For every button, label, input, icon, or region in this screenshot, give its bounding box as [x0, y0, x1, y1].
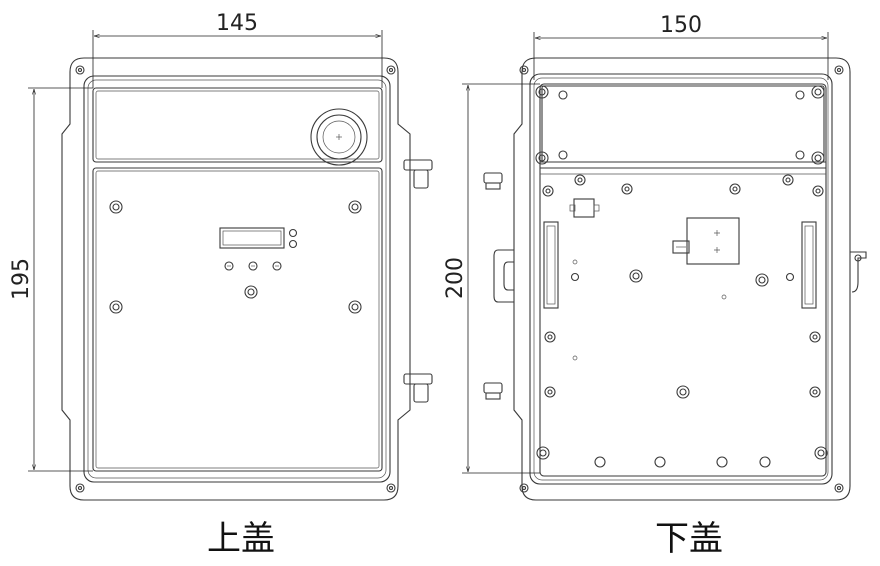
top-width-label: 145 — [216, 11, 258, 36]
top-display-window — [219, 227, 285, 249]
bottom-side-rails — [543, 221, 817, 309]
top-panel-screws — [109, 200, 362, 314]
bottom-height-label: 200 — [443, 257, 468, 299]
bottom-height-dimension — [462, 83, 540, 474]
bottom-mounting-bosses — [536, 174, 828, 468]
top-cable-gland — [310, 108, 368, 166]
bottom-upper-bosses — [535, 85, 825, 165]
bottom-terminal-block — [569, 198, 600, 218]
top-cover-drawing: 145 195 上盖 — [9, 11, 433, 559]
top-width-dimension — [92, 30, 383, 88]
top-control-buttons — [224, 228, 298, 271]
bottom-width-dimension — [533, 32, 829, 80]
bottom-cover-caption: 下盖 — [655, 519, 723, 559]
bottom-right-hook — [850, 251, 867, 293]
top-height-dimension — [28, 87, 93, 472]
top-height-label: 195 — [9, 258, 34, 300]
bottom-center-plate — [672, 217, 740, 265]
top-hinges — [403, 159, 433, 403]
bottom-corner-holes — [519, 65, 844, 493]
top-cover-caption: 上盖 — [207, 519, 275, 559]
top-corner-holes — [75, 65, 396, 493]
bottom-cover-drawing: 150 200 下盖 — [443, 13, 867, 559]
bottom-left-latches — [483, 172, 514, 400]
bottom-width-label: 150 — [660, 13, 702, 38]
